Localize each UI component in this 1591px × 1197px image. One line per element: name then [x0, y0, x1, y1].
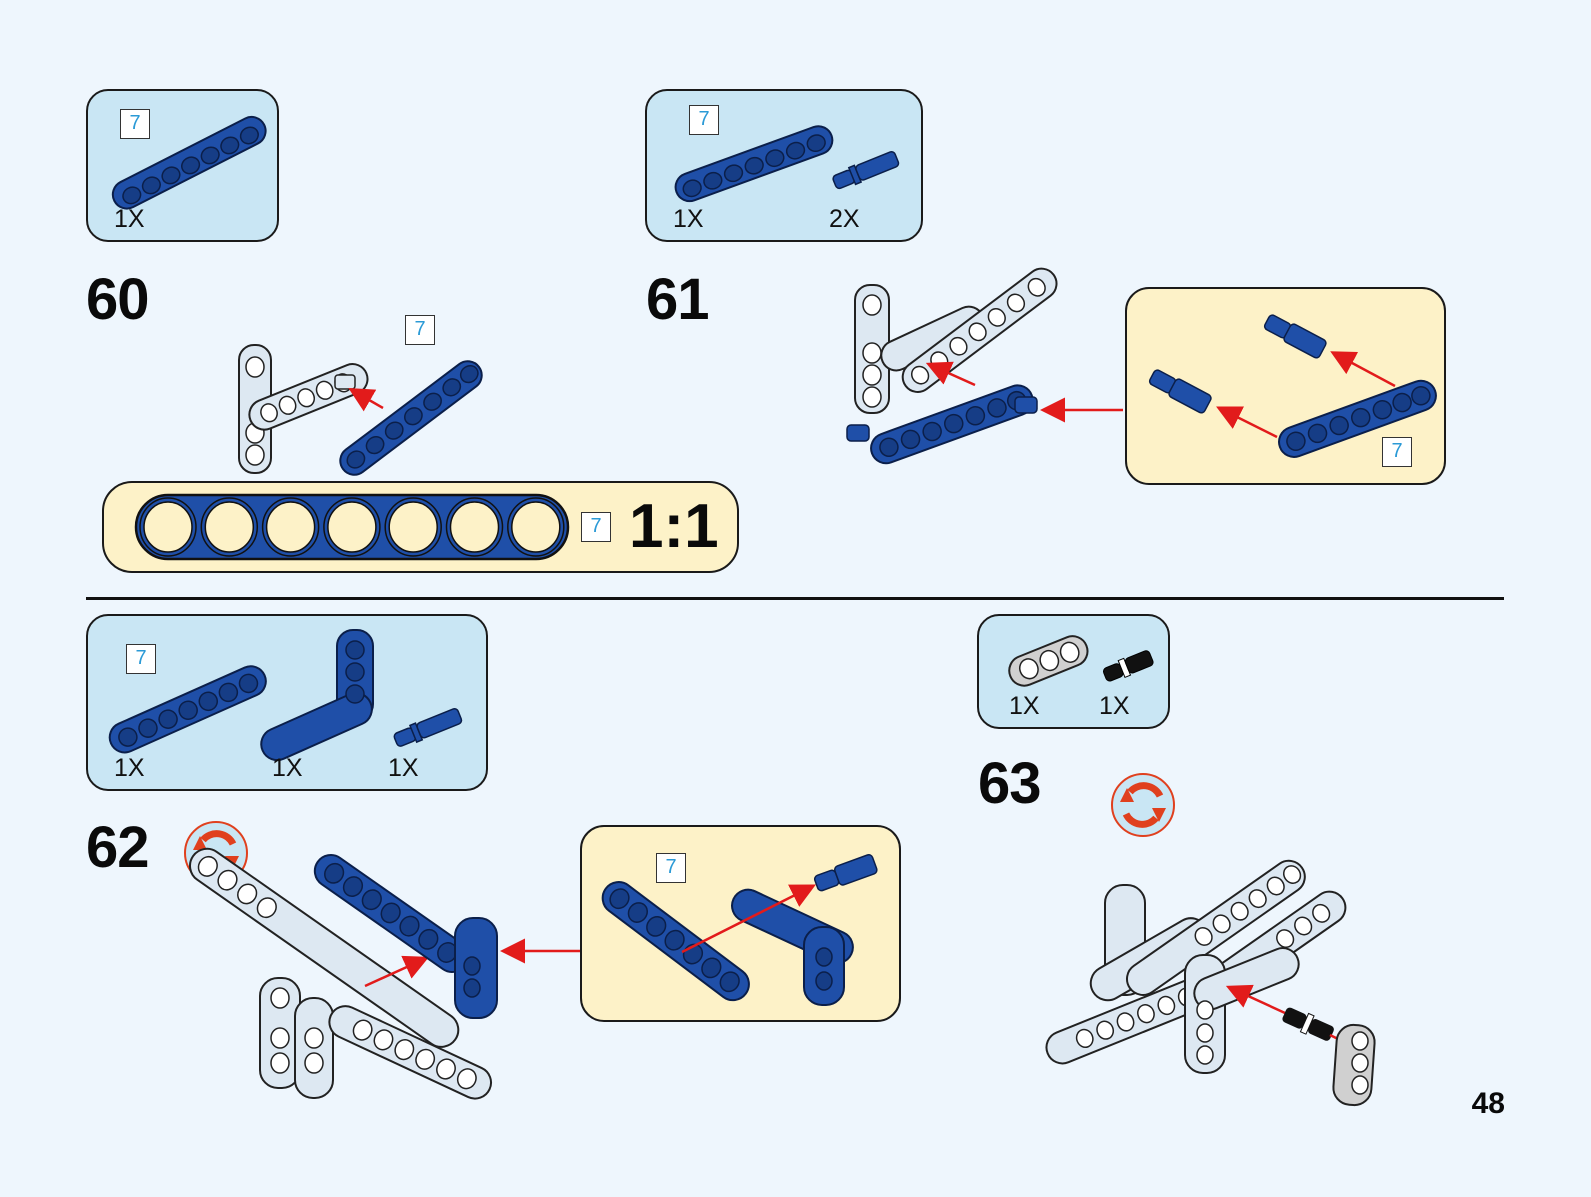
scale-hole: [449, 501, 500, 553]
beam-7-blue-icon: [108, 665, 267, 754]
length-tag: 7: [689, 105, 719, 135]
step-number: 60: [86, 267, 150, 332]
connector-pin-icon: [393, 708, 463, 747]
part-quantity: 1X: [673, 205, 704, 233]
part-quantity: 1X: [1009, 692, 1040, 720]
scale-hole: [511, 501, 561, 553]
part-quantity: 1X: [1099, 692, 1130, 720]
scale-hole-ring: [323, 497, 381, 557]
length-tag: 7: [126, 644, 156, 674]
section-divider: [86, 597, 1504, 600]
step-60-assembly: [238, 344, 483, 476]
page-number: 48: [1471, 1087, 1505, 1120]
connector-pin-icon: [832, 151, 900, 190]
part-quantity: 1X: [114, 754, 145, 782]
step-62-subassembly-box: 7: [580, 825, 901, 1022]
step-62-parts-box: 7 1X 1X 1X: [86, 614, 488, 791]
scale-hole-ring: [445, 497, 504, 557]
scale-hole: [265, 501, 316, 553]
beam-7-scale-icon: [134, 493, 570, 561]
scale-hole-ring: [200, 497, 259, 557]
step-60-parts-box: 7 1X: [86, 89, 279, 242]
beam-7-blue-icon: [111, 115, 267, 210]
scale-hole: [143, 501, 193, 553]
length-tag: 7: [581, 512, 611, 542]
black-pin-icon: [1102, 650, 1154, 682]
beam-3-gray-icon: [1008, 635, 1089, 687]
scale-label: 1:1: [629, 492, 719, 561]
step-61-parts-box: 7 1X 2X: [645, 89, 923, 242]
scale-guide-box: 7 1:1: [102, 481, 739, 573]
scale-hole-ring: [384, 497, 442, 557]
part-quantity: 2X: [829, 205, 860, 233]
scale-hole-ring: [261, 497, 320, 557]
length-tag: 7: [656, 853, 686, 883]
part-quantity: 1X: [114, 205, 145, 233]
length-tag: 7: [1382, 437, 1412, 467]
scale-hole: [388, 501, 438, 553]
step-number: 62: [86, 815, 150, 880]
length-tag: 7: [405, 315, 435, 345]
step-61-subassembly-box: 7: [1125, 287, 1446, 485]
angle-beam-blue-icon: [260, 629, 374, 762]
step-number: 61: [646, 267, 710, 332]
rotate-icon: [1111, 773, 1175, 837]
step-61-assembly: [846, 267, 1123, 465]
step-number: 63: [978, 751, 1042, 816]
part-quantity: 1X: [388, 754, 419, 782]
beam-7-blue-icon: [674, 125, 834, 203]
length-tag: 7: [120, 109, 150, 139]
scale-hole: [327, 501, 377, 553]
scale-hole: [204, 501, 255, 553]
part-quantity: 1X: [272, 754, 303, 782]
scale-hole-ring: [507, 497, 565, 557]
step-63-assembly: [1045, 859, 1376, 1107]
scale-hole-ring: [139, 497, 197, 557]
step-62-assembly: [189, 847, 580, 1100]
step-62-subassembly: [601, 854, 878, 1006]
step-61-subassembly: [1148, 314, 1437, 458]
step-63-parts-box: 1X 1X: [977, 614, 1170, 729]
